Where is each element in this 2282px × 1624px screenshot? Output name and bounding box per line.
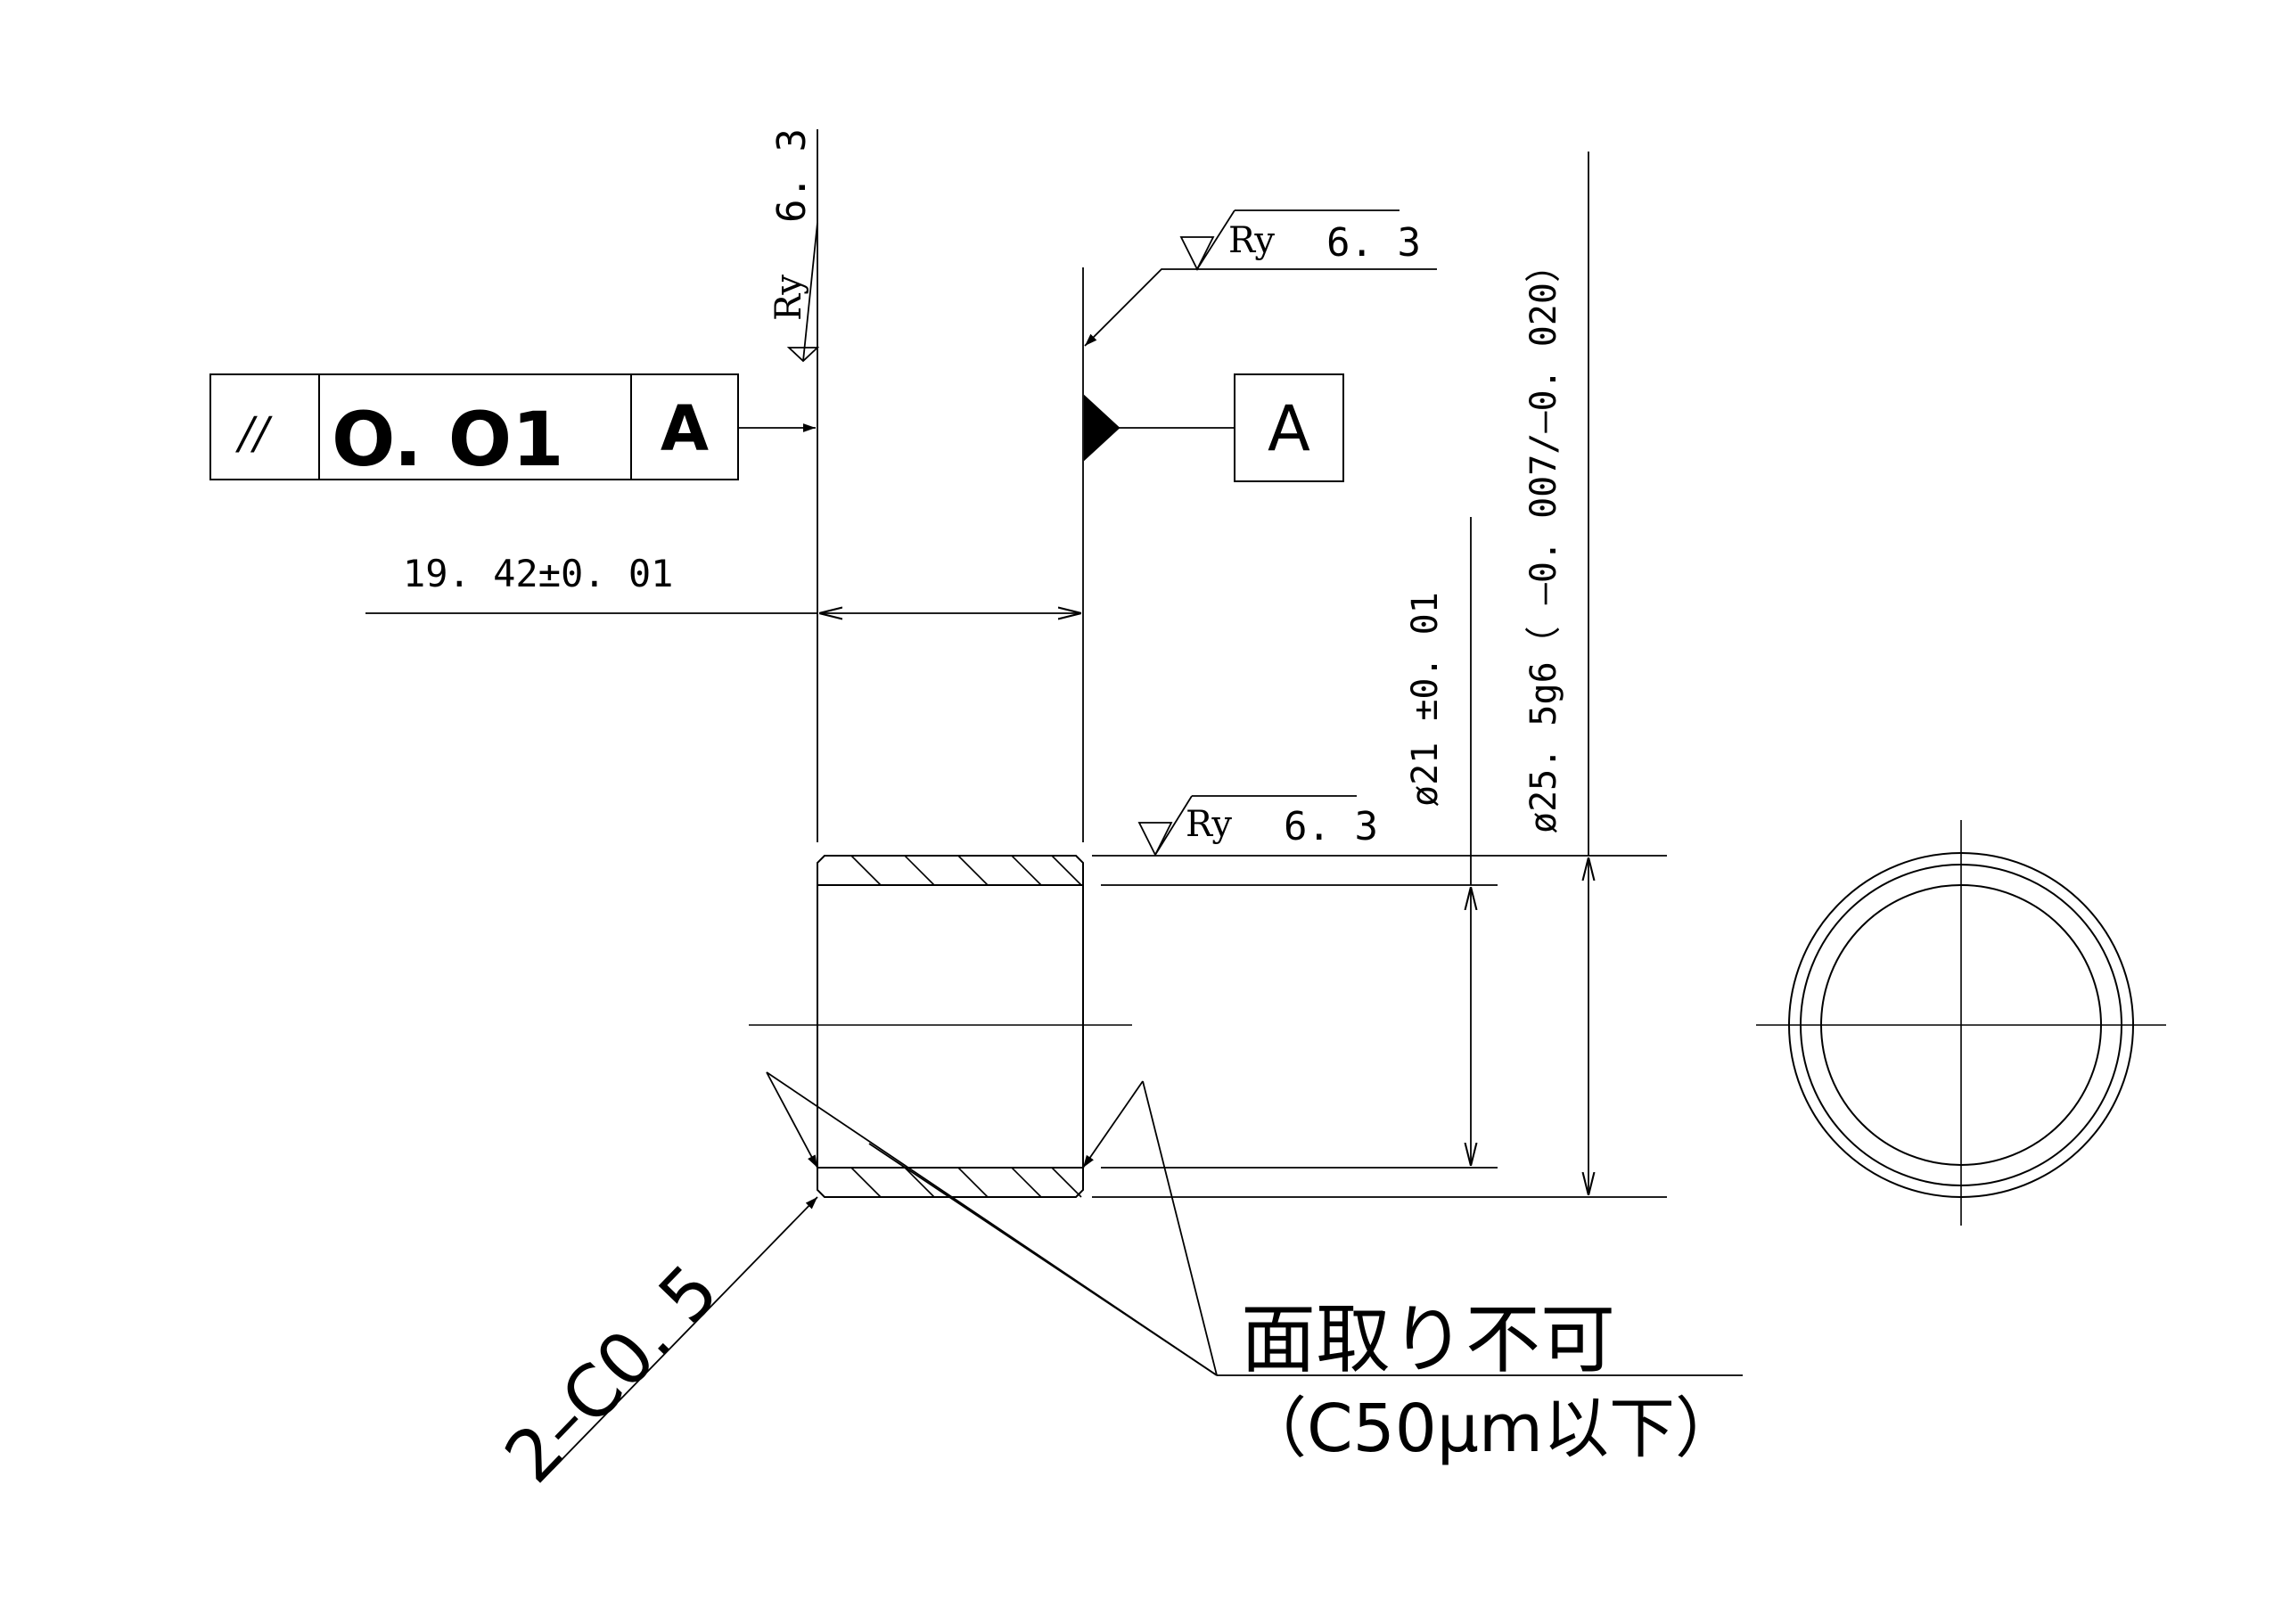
datum-label: A bbox=[1268, 392, 1310, 465]
note-line1: 面取り不可 bbox=[1241, 1296, 1615, 1383]
roughness-left-value: 6. 3 bbox=[769, 128, 815, 223]
roughness-right-prefix: Ry bbox=[1228, 220, 1275, 261]
hatching bbox=[850, 855, 1082, 1198]
chamfer-leader bbox=[552, 1196, 818, 1470]
side-view bbox=[749, 855, 1132, 1198]
chamfer-callout: 2–C0. 5 bbox=[489, 1249, 735, 1498]
roughness-top bbox=[1137, 795, 1357, 857]
datum-feature bbox=[1084, 373, 1344, 482]
roughness-right-value: 6. 3 bbox=[1326, 220, 1421, 266]
note-leader bbox=[766, 1071, 1743, 1376]
roughness-left bbox=[786, 222, 820, 363]
roughness-left-prefix: Ry bbox=[768, 275, 809, 321]
datum-triangle bbox=[1084, 394, 1120, 462]
roughness-top-value: 6. 3 bbox=[1284, 804, 1378, 849]
length-dimension: 19. 42±0. 01 bbox=[403, 552, 673, 595]
fcf-datum: A bbox=[661, 392, 709, 465]
outer-dia-dimension: ø25. 5g6（ –0. 007/–0. 020） bbox=[1523, 247, 1564, 833]
outer-profile bbox=[817, 855, 1084, 1198]
fcf-symbol: // bbox=[235, 407, 273, 459]
inner-dia-dimension: ø21 ±0. 01 bbox=[1405, 592, 1446, 807]
extension-lines bbox=[817, 129, 1667, 1198]
end-view bbox=[1756, 820, 2166, 1226]
fcf-tolerance: O. O1 bbox=[332, 396, 564, 483]
note-line2: （C50μm以下） bbox=[1241, 1390, 1741, 1467]
roughness-right bbox=[1084, 209, 1437, 347]
datum-box bbox=[1234, 373, 1344, 482]
feature-control-frame bbox=[209, 373, 816, 480]
roughness-top-prefix: Ry bbox=[1186, 804, 1232, 845]
